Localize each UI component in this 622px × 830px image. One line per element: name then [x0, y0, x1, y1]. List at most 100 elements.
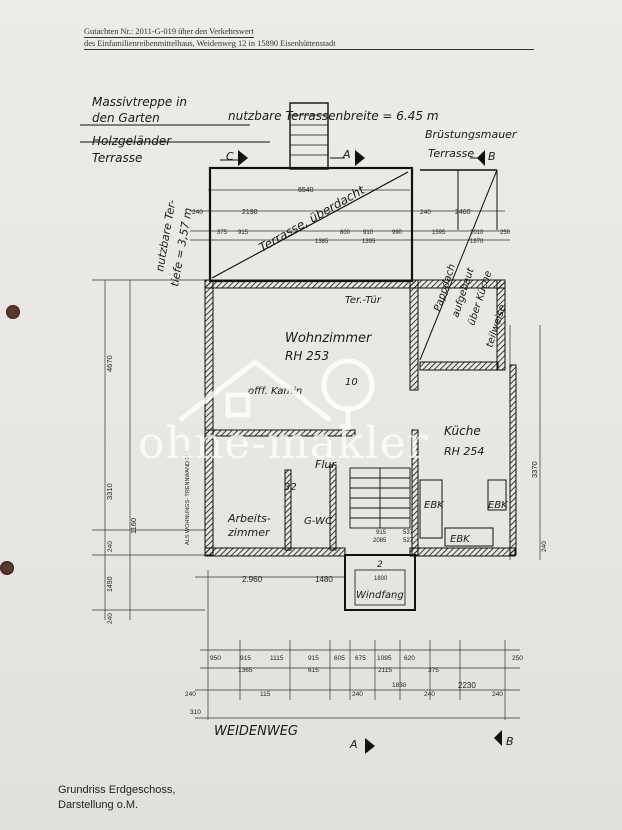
- label-bruestung-2: Terrasse: [428, 147, 474, 160]
- dim-990: 990: [392, 230, 403, 236]
- kitchen-fittings: [419, 479, 507, 547]
- dim-1970: 1970: [470, 239, 484, 245]
- dim-b-115: 115: [260, 691, 271, 698]
- label-terrassenbreite: nutzbare Terrassenbreite = 6.45 m: [228, 109, 439, 123]
- dim-527: 527: [403, 538, 414, 544]
- label-weidenweg: WEIDENWEG: [214, 724, 298, 739]
- label-arbeitszimmer-1: Arbeits-: [227, 512, 271, 525]
- section-a-top-label: A: [342, 148, 351, 161]
- dim-b-915: 915: [240, 655, 251, 662]
- watermark-text: ohne-makler: [138, 418, 429, 469]
- dim-v-4670: 4670: [105, 355, 114, 372]
- dim-240-left: 240: [192, 209, 203, 216]
- document-header: Gutachten Nr.: 2011-G-019 über den Verke…: [84, 26, 534, 50]
- dim-b-950: 950: [210, 655, 221, 662]
- label-ter-tuer: Ter.-Tür: [345, 295, 382, 306]
- punch-hole-top: [6, 305, 20, 319]
- dim-1010: 1010: [470, 230, 484, 236]
- label-holzgelaender: Holzgeländer: [92, 134, 172, 148]
- watermark-house-icon: [178, 358, 375, 430]
- label-bruestung-1: Brüstungsmauer: [425, 128, 518, 141]
- label-arbeitszimmer-2: zimmer: [227, 526, 271, 539]
- plan-caption: Grundriss Erdgeschoss, Darstellung o.M.: [58, 783, 175, 813]
- dim-b-375: 375: [428, 667, 439, 674]
- caption-line-2: Darstellung o.M.: [58, 799, 139, 811]
- dim-1395: 1395: [362, 239, 376, 245]
- dim-915: 915: [238, 230, 249, 236]
- section-b-top-label: B: [488, 150, 496, 163]
- label-n32: 32: [284, 482, 297, 493]
- dim-b-615: 615: [308, 667, 319, 674]
- dim-375: 375: [217, 230, 228, 236]
- house-walls: [204, 279, 517, 557]
- label-terrasse: Terrasse: [92, 151, 142, 165]
- dim-800: 800: [340, 230, 351, 236]
- dim-910: 910: [363, 230, 374, 236]
- label-gwc: G-WC: [304, 516, 332, 527]
- section-a-top-arrow: [355, 150, 365, 166]
- dim-2460: 2460: [455, 209, 471, 216]
- section-c-label: C: [226, 150, 234, 163]
- dim-v-1160: 1160: [129, 518, 138, 534]
- section-a-bottom-arrow: [365, 738, 375, 754]
- dim-b-1830: 1830: [392, 682, 407, 689]
- section-b-bottom-arrow: [494, 730, 502, 746]
- label-massivtreppe-1: Massivtreppe in: [92, 95, 187, 109]
- dim-b-1115: 1115: [270, 655, 284, 662]
- dim-b-240-d: 240: [492, 691, 503, 698]
- dim-2960: 2.960: [242, 575, 263, 584]
- dim-v-240-a: 240: [107, 541, 114, 552]
- dim-b-240-b: 240: [352, 691, 363, 698]
- dim-b-620: 620: [404, 655, 415, 662]
- dim-1480: 1480: [315, 575, 333, 584]
- dim-b-310: 310: [190, 709, 201, 716]
- dim-537: 537: [403, 530, 414, 536]
- dimension-texts: 6540 240 2190 2460 240 375 915 1385 800 …: [105, 187, 548, 716]
- dim-2190: 2190: [242, 209, 258, 216]
- dim-b-2115: 2115: [378, 667, 392, 674]
- windfang-structure: [344, 554, 416, 611]
- dim-6540: 6540: [298, 187, 314, 194]
- label-kueche: Küche: [444, 424, 481, 438]
- label-n2: 2: [377, 560, 383, 570]
- dim-b-915-b: 915: [308, 655, 319, 662]
- label-kamin: offf. Kamin: [248, 386, 302, 397]
- label-wohnungs-trennwand: ALS WOHNUNGS- TRENNWAND 365: [185, 450, 191, 545]
- dim-2085: 2085: [373, 538, 387, 544]
- dimension-lines: [92, 189, 541, 720]
- section-b-top-arrow: [477, 150, 485, 166]
- dim-v-1490: 1490: [107, 576, 114, 592]
- dim-v-240-c: 240: [541, 541, 548, 552]
- dim-250: 250: [500, 230, 511, 236]
- dim-240-right: 240: [420, 209, 431, 216]
- caption-line-1: Grundriss Erdgeschoss,: [58, 784, 176, 796]
- label-ebk-3: EBK: [450, 534, 471, 545]
- section-markers: C A B A B: [226, 148, 514, 754]
- interior-stair: [349, 467, 411, 529]
- dim-b-1365: 1365: [238, 667, 253, 674]
- label-flur: Flur: [315, 458, 337, 471]
- dim-v-3370: 3370: [530, 461, 539, 478]
- dim-b-240-c: 240: [424, 691, 435, 698]
- dim-b-605: 605: [334, 655, 345, 662]
- dim-b-250: 250: [512, 655, 523, 662]
- dim-b-240-a: 240: [185, 691, 196, 698]
- label-rh-wohn: RH 253: [285, 349, 329, 363]
- section-c-arrow: [238, 150, 248, 166]
- section-b-bottom-label: B: [506, 735, 514, 748]
- header-line-2: des Einfamilienreihenmittelhaus, Weidenw…: [84, 38, 534, 50]
- dim-v-3310: 3310: [105, 483, 114, 500]
- dim-b-675: 675: [355, 655, 366, 662]
- label-ebk-2: EBK: [488, 500, 509, 511]
- dim-1800: 1800: [374, 576, 388, 582]
- label-rh-kueche: RH 254: [444, 445, 484, 458]
- label-ebk-1: EBK: [424, 500, 445, 511]
- label-massivtreppe-2: den Garten: [92, 111, 160, 125]
- label-wohnzimmer: Wohnzimmer: [285, 331, 373, 346]
- dim-1595: 1595: [432, 230, 446, 236]
- dim-1385: 1385: [315, 239, 329, 245]
- header-line-1: Gutachten Nr.: 2011-G-019 über den Verke…: [84, 27, 254, 38]
- dim-b-2230: 2230: [458, 681, 476, 690]
